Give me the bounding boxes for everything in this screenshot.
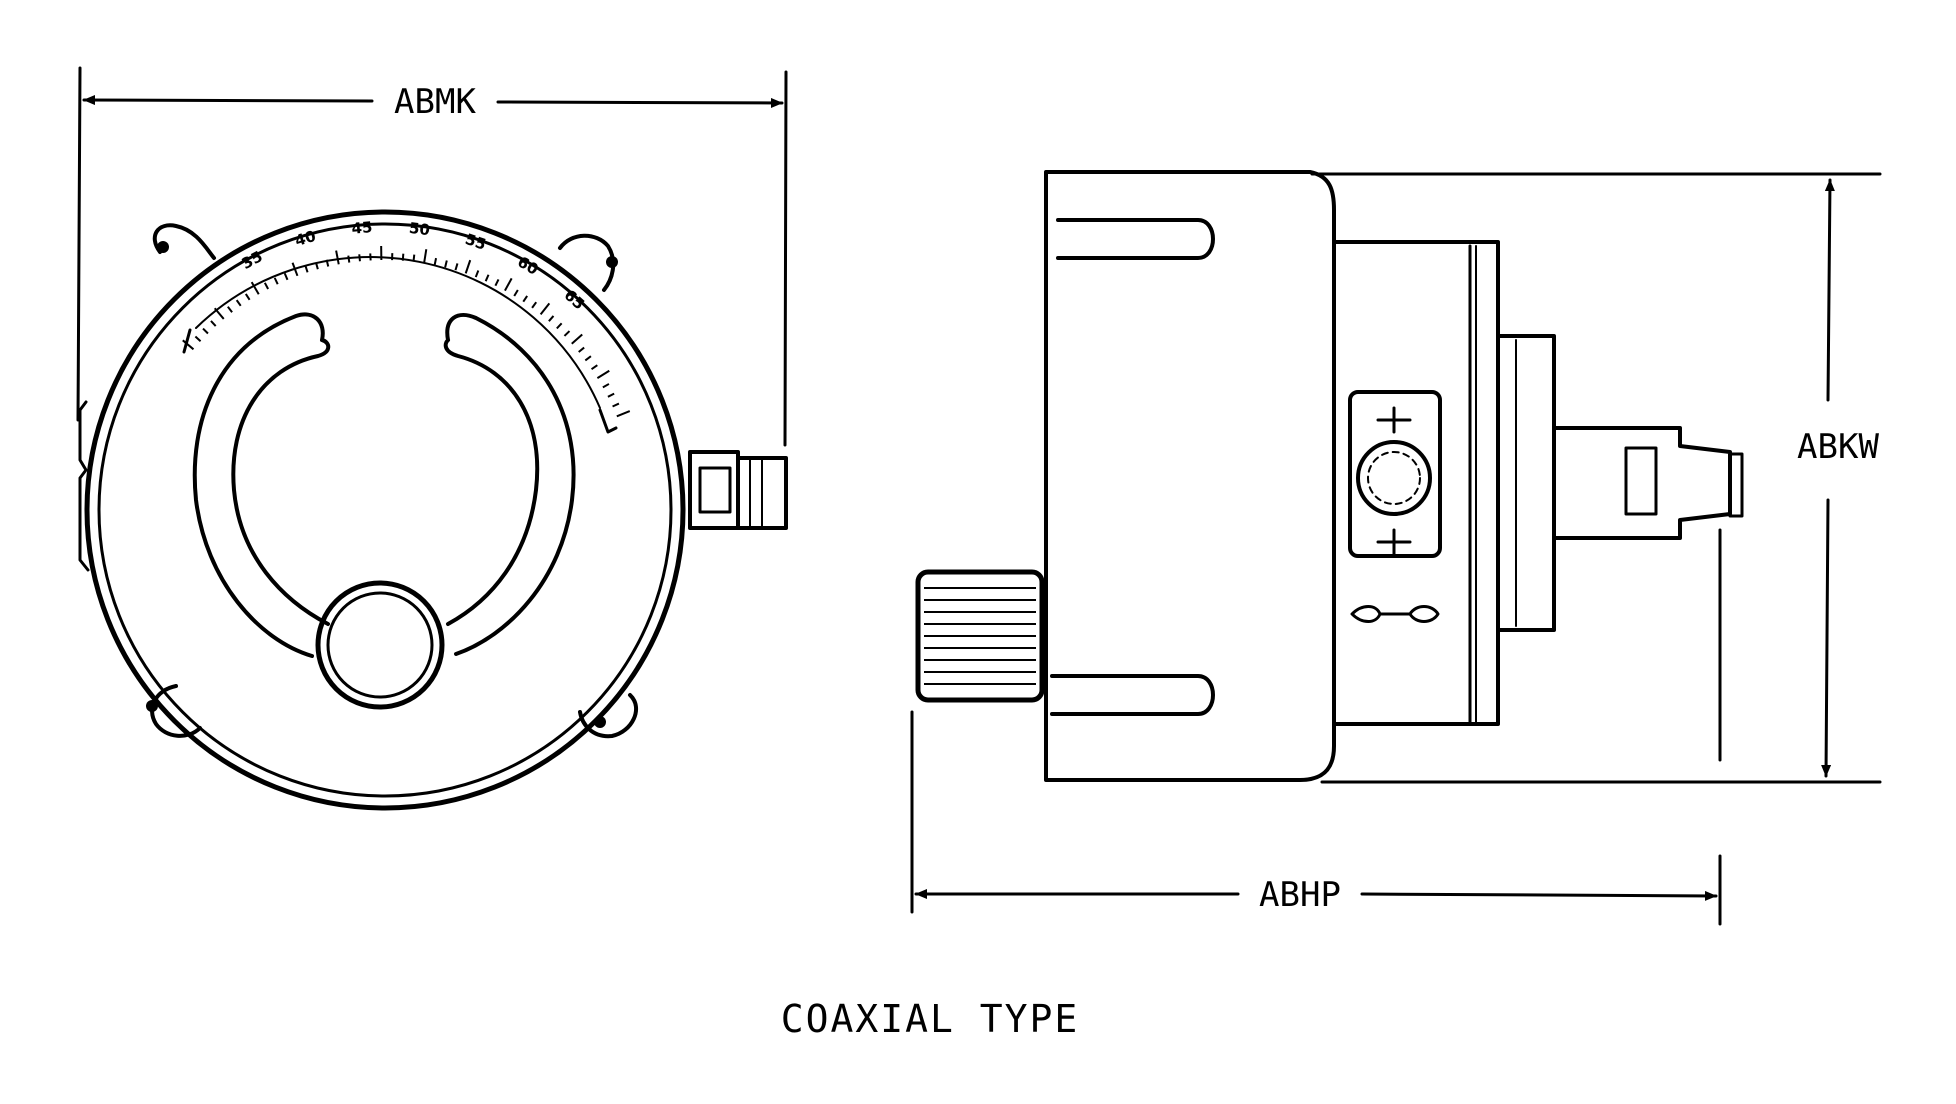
scale-tick — [571, 333, 583, 345]
dimension-label-abhp: ABHP — [1259, 875, 1341, 915]
scale-tick — [548, 315, 555, 322]
scale-tick — [513, 289, 519, 297]
scale-tick — [210, 320, 217, 327]
dimension-line-upper — [1824, 178, 1835, 402]
scale-tick — [235, 299, 242, 307]
scale-tick — [250, 281, 260, 295]
scale-label: 45 — [351, 218, 373, 238]
scale-tick — [578, 346, 585, 353]
dial-inner-ring — [97, 222, 673, 798]
side-switch — [1348, 390, 1442, 623]
scale-tick — [522, 295, 528, 303]
side-flange-plate — [1496, 334, 1556, 632]
scale-tick — [607, 392, 615, 398]
dimension-line-left — [82, 95, 374, 106]
scale-ticks — [182, 246, 631, 418]
dial-knob-outer — [315, 580, 445, 710]
scale-tick — [484, 274, 490, 282]
scale-label: 50 — [408, 219, 431, 239]
dimension-line-lower — [1821, 498, 1832, 778]
scale-tick — [616, 410, 631, 418]
scale-tick — [202, 327, 209, 335]
scale-tick — [314, 262, 319, 270]
scale-tick — [494, 278, 500, 287]
extension-line-right — [783, 70, 788, 447]
housing-slot-top — [1056, 218, 1215, 260]
scale-tick — [531, 301, 538, 309]
dimension-label-abkw: ABKW — [1797, 427, 1879, 467]
knurl-lines — [924, 587, 1036, 685]
scale-label: 55 — [463, 230, 489, 254]
mounting-hole-top-right — [606, 256, 618, 268]
figure-caption: COAXIAL TYPE — [781, 997, 1080, 1041]
dimension-line-right — [496, 97, 784, 108]
scale-tick — [358, 254, 361, 262]
scale-tick — [556, 322, 563, 330]
scale-tick — [612, 402, 620, 408]
scale-tick — [182, 339, 195, 351]
scale-tick — [325, 259, 330, 267]
scale-tick — [474, 270, 480, 278]
mounting-flange — [146, 223, 638, 739]
side-shaft — [1552, 426, 1744, 540]
scale-tick — [602, 383, 610, 389]
scale-tick — [444, 260, 448, 268]
scale-tick — [539, 302, 551, 315]
scale-tick — [283, 272, 289, 281]
scale-tick — [263, 282, 269, 290]
scale-tick — [244, 293, 251, 301]
front-connector — [688, 450, 788, 530]
scale-end-stops — [182, 328, 618, 434]
scale-tick — [433, 257, 438, 266]
scale-tick — [304, 265, 309, 273]
scale-tick — [504, 277, 513, 292]
dimension-abhp: ABHP — [910, 528, 1722, 926]
scale-tick — [213, 307, 225, 320]
scale-tick — [347, 255, 351, 263]
scale-tick — [412, 254, 416, 262]
dial-edge-notch — [78, 400, 90, 572]
scale-tick — [227, 306, 233, 313]
side-housing — [1044, 170, 1336, 782]
scale-tick — [590, 364, 598, 370]
scale-arc — [195, 256, 601, 409]
side-knurled-knob — [915, 569, 1045, 703]
scale-tick — [335, 250, 340, 265]
side-view: ABKW ABHP — [910, 170, 1882, 926]
dimension-label-abmk: ABMK — [394, 82, 476, 122]
dimension-line-right — [1360, 890, 1718, 901]
scale-tick — [464, 259, 472, 274]
scale-tick — [423, 249, 428, 264]
dimension-abmk: ABMK — [76, 66, 788, 447]
scale-tick — [454, 263, 459, 271]
arc-slot — [192, 312, 576, 658]
scale-tick — [596, 369, 610, 379]
extension-line-left — [76, 66, 82, 422]
scale-tick — [584, 355, 592, 362]
dial-knob-inner — [326, 591, 434, 699]
housing-slot-bottom — [1050, 674, 1215, 716]
scale-tick — [291, 262, 299, 277]
scale-tick — [194, 335, 202, 342]
dial-outer-ring — [84, 209, 686, 811]
mounting-hole-top-left — [157, 241, 169, 253]
scale-tick — [563, 330, 571, 337]
scale-label: 40 — [293, 227, 318, 250]
scale-tick — [273, 277, 279, 285]
dimension-abkw: ABKW — [1310, 172, 1882, 784]
